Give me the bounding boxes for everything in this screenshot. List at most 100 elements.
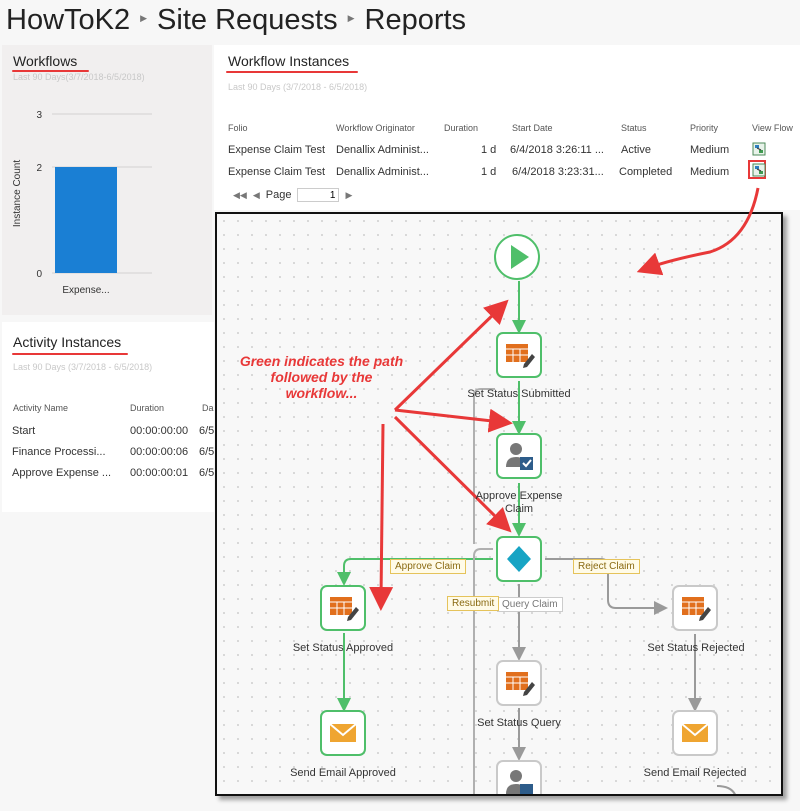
y-axis-label: Instance Count xyxy=(12,160,23,227)
cell-priority: Medium xyxy=(690,166,730,178)
red-underline xyxy=(12,70,89,72)
chevron-right-icon: ▶ xyxy=(140,13,148,23)
node-label: Send Email Rejected xyxy=(643,767,747,779)
cell-status: Active xyxy=(621,144,651,156)
x-tick-label: Expense... xyxy=(62,285,109,296)
callout-arrow xyxy=(636,187,760,276)
activity-instances-title: Activity Instances xyxy=(13,334,122,350)
table-row[interactable]: Finance Processi... 00:00:00:06 6/5 xyxy=(2,443,214,463)
node-label: Send Email Approved xyxy=(290,767,396,779)
cell-start-date: 6/4/2018 3:26:11 ... xyxy=(510,144,604,156)
red-underline xyxy=(226,71,358,73)
start-node[interactable] xyxy=(494,234,540,280)
set-status-approved-node[interactable] xyxy=(320,585,366,631)
column-header-folio[interactable]: Folio xyxy=(228,123,248,133)
reject-claim-label[interactable]: Reject Claim xyxy=(573,559,640,574)
set-status-rejected-node[interactable] xyxy=(672,585,718,631)
play-icon xyxy=(511,245,529,269)
user-task-icon xyxy=(506,770,533,794)
node-label: Set Status Approved xyxy=(292,642,394,654)
chart-bar xyxy=(55,167,117,273)
view-flow-icon[interactable] xyxy=(752,163,766,182)
column-header-view-flow[interactable]: View Flow xyxy=(752,123,793,133)
column-header-duration[interactable]: Duration xyxy=(444,123,479,133)
flow-connectors xyxy=(337,281,736,794)
set-status-submitted-node[interactable] xyxy=(496,332,542,378)
activity-instances-subtitle: Last 90 Days (3/7/2018 - 6/5/2018) xyxy=(13,362,153,372)
chevron-right-icon: ▶ xyxy=(347,13,355,23)
send-email-rejected-node[interactable] xyxy=(672,710,718,756)
workflow-instances-subtitle: Last 90 Days (3/7/2018 - 6/5/2018) xyxy=(228,82,368,92)
column-header-start-date[interactable]: Start Date xyxy=(512,123,553,133)
workflow-instances-title: Workflow Instances xyxy=(228,53,350,69)
cell-duration: 00:00:00:01 xyxy=(130,467,189,479)
red-underline xyxy=(12,353,128,355)
table-edit-icon xyxy=(330,597,359,621)
breadcrumb-item-site-requests[interactable]: Site Requests xyxy=(157,4,338,36)
approve-expense-claim-node[interactable] xyxy=(496,433,542,479)
view-flow-icon[interactable] xyxy=(752,142,766,161)
table-row[interactable]: Start 00:00:00:00 6/5 xyxy=(2,422,214,442)
user-task-icon xyxy=(506,443,533,470)
breadcrumb-item-howtok2[interactable]: HowToK2 xyxy=(6,4,131,36)
column-header-originator[interactable]: Workflow Originator xyxy=(336,123,415,133)
set-status-query-node[interactable] xyxy=(496,660,542,706)
column-header-priority[interactable]: Priority xyxy=(690,123,719,133)
decision-node[interactable] xyxy=(496,536,542,582)
annotation-text: Green indicates the path followed by the… xyxy=(239,353,404,401)
cell-originator: Denallix Administ... xyxy=(336,166,429,178)
cell-duration: 1 d xyxy=(481,144,497,156)
previous-page-icon[interactable]: ◀ xyxy=(252,189,260,200)
envelope-icon xyxy=(329,723,357,742)
cell-priority: Medium xyxy=(690,144,730,156)
resubmit-label[interactable]: Resubmit xyxy=(447,596,500,611)
table-edit-icon xyxy=(506,344,535,368)
cell-date: 6/5 xyxy=(199,446,215,458)
next-page-icon[interactable]: ▶ xyxy=(345,189,353,200)
column-header-status[interactable]: Status xyxy=(621,123,647,133)
y-tick-label: 3 xyxy=(36,110,42,121)
query-claim-label[interactable]: Query Claim xyxy=(497,597,563,612)
send-email-approved-node[interactable] xyxy=(320,710,366,756)
cell-date: 6/5 xyxy=(199,425,215,437)
node-label: Approve Expense Claim xyxy=(475,490,563,515)
view-flow-canvas[interactable]: Set Status Submitted Approve Expense Cla… xyxy=(215,212,783,796)
cell-activity-name: Approve Expense ... xyxy=(12,467,112,479)
cell-activity-name: Finance Processi... xyxy=(12,446,106,458)
y-tick-label: 0 xyxy=(36,269,42,280)
cell-start-date: 6/4/2018 3:23:31... xyxy=(512,166,604,178)
user-task-node[interactable] xyxy=(496,760,542,794)
envelope-icon xyxy=(681,723,709,742)
column-header-activity-name[interactable]: Activity Name xyxy=(13,403,69,413)
decision-diamond-icon xyxy=(507,546,531,572)
cell-date: 6/5 xyxy=(199,467,215,479)
workflows-subtitle: Last 90 Days(3/7/2018-6/5/2018) xyxy=(13,72,145,82)
table-row[interactable]: Expense Claim Test Denallix Administ... … xyxy=(224,138,800,160)
workflows-title: Workflows xyxy=(13,53,78,69)
column-header-duration[interactable]: Duration xyxy=(130,403,165,413)
y-tick-label: 2 xyxy=(36,163,42,174)
breadcrumb-item-reports: Reports xyxy=(364,4,467,36)
cell-duration: 00:00:00:06 xyxy=(130,446,189,458)
table-edit-icon xyxy=(506,672,535,696)
cell-folio: Expense Claim Test xyxy=(228,166,326,178)
cell-status: Completed xyxy=(619,166,673,178)
cell-duration: 00:00:00:00 xyxy=(130,425,189,437)
column-header-date[interactable]: Da xyxy=(202,403,214,413)
pager-label: Page xyxy=(265,189,292,201)
cell-activity-name: Start xyxy=(12,425,36,437)
cell-duration: 1 d xyxy=(481,166,497,178)
pager: ◀◀ ◀ Page ▶ xyxy=(233,188,352,202)
breadcrumb: HowToK2 ▶ Site Requests ▶ Reports xyxy=(6,4,466,37)
cell-originator: Denallix Administ... xyxy=(336,144,429,156)
first-page-icon[interactable]: ◀◀ xyxy=(233,189,247,200)
node-label: Set Status Query xyxy=(477,717,561,729)
node-label: Set Status Submitted xyxy=(467,388,571,400)
page-number-input[interactable] xyxy=(297,188,340,202)
cell-folio: Expense Claim Test xyxy=(228,144,326,156)
approve-claim-label[interactable]: Approve Claim xyxy=(390,559,466,574)
node-label: Set Status Rejected xyxy=(647,642,745,654)
table-row[interactable]: Approve Expense ... 00:00:00:01 6/5 xyxy=(2,464,214,484)
table-row[interactable]: Expense Claim Test Denallix Administ... … xyxy=(224,160,800,182)
